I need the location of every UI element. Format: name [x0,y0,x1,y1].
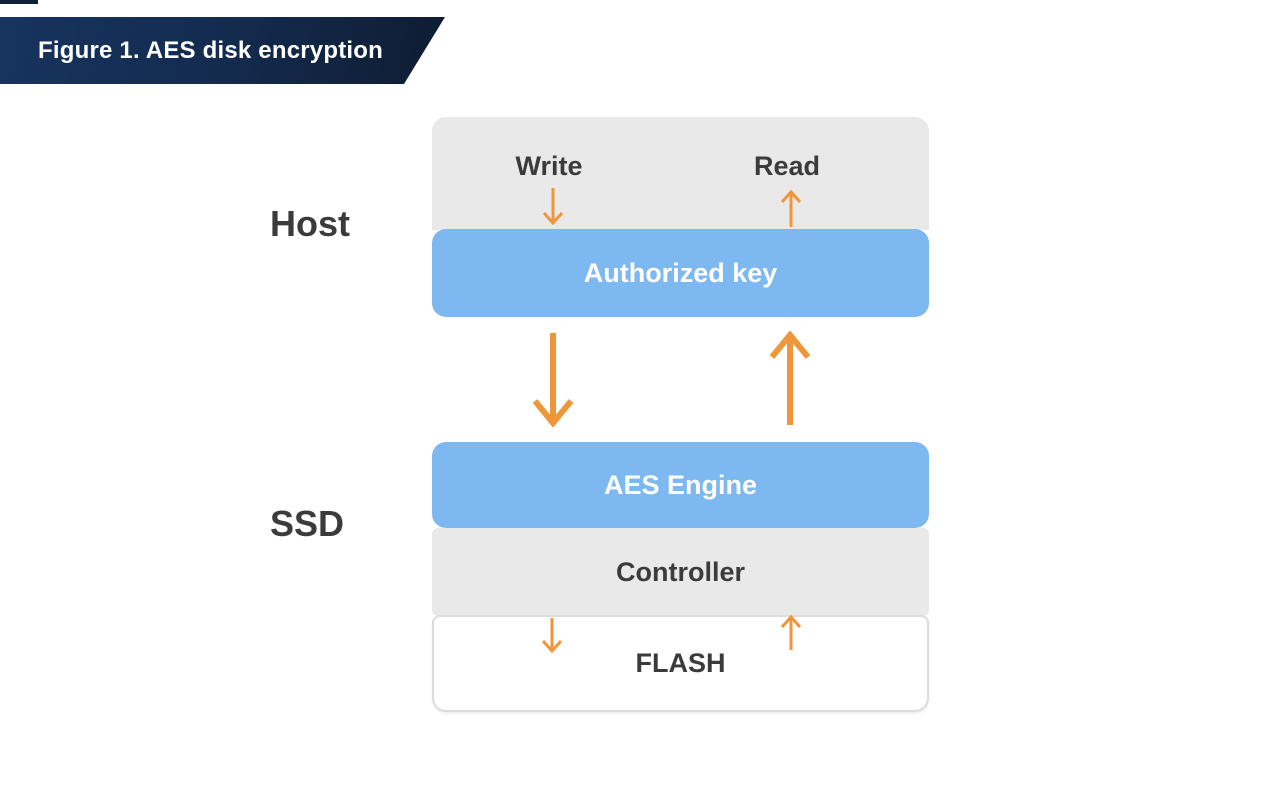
host-to-ssd-down-arrow-icon [531,331,575,427]
write-label: Write [515,151,583,181]
figure-title-banner: Figure 1. AES disk encryption [0,17,445,84]
flash-label: FLASH [635,648,726,678]
authorized-key-label: Authorized key [583,257,778,288]
ssd-label: SSD [270,503,345,544]
read-label: Read [753,151,821,181]
read-up-arrow-icon [779,190,803,228]
authorized-key-box: Authorized key [432,229,929,317]
aes-engine-box: AES Engine [432,442,929,528]
host-label: Host [270,203,350,244]
figure-title: Figure 1. AES disk encryption [38,36,383,64]
top-edge-accent [0,0,38,4]
ssd-to-host-up-arrow-icon [768,331,812,427]
host-io-box: Write Read [432,117,929,230]
aes-engine-label: AES Engine [603,469,758,500]
controller-box: Controller [432,528,929,616]
controller-to-flash-down-arrow-icon [540,617,564,653]
flash-box: FLASH [432,615,929,712]
write-down-arrow-icon [541,187,565,225]
controller-label: Controller [615,556,745,587]
flash-to-controller-up-arrow-icon [779,615,803,651]
